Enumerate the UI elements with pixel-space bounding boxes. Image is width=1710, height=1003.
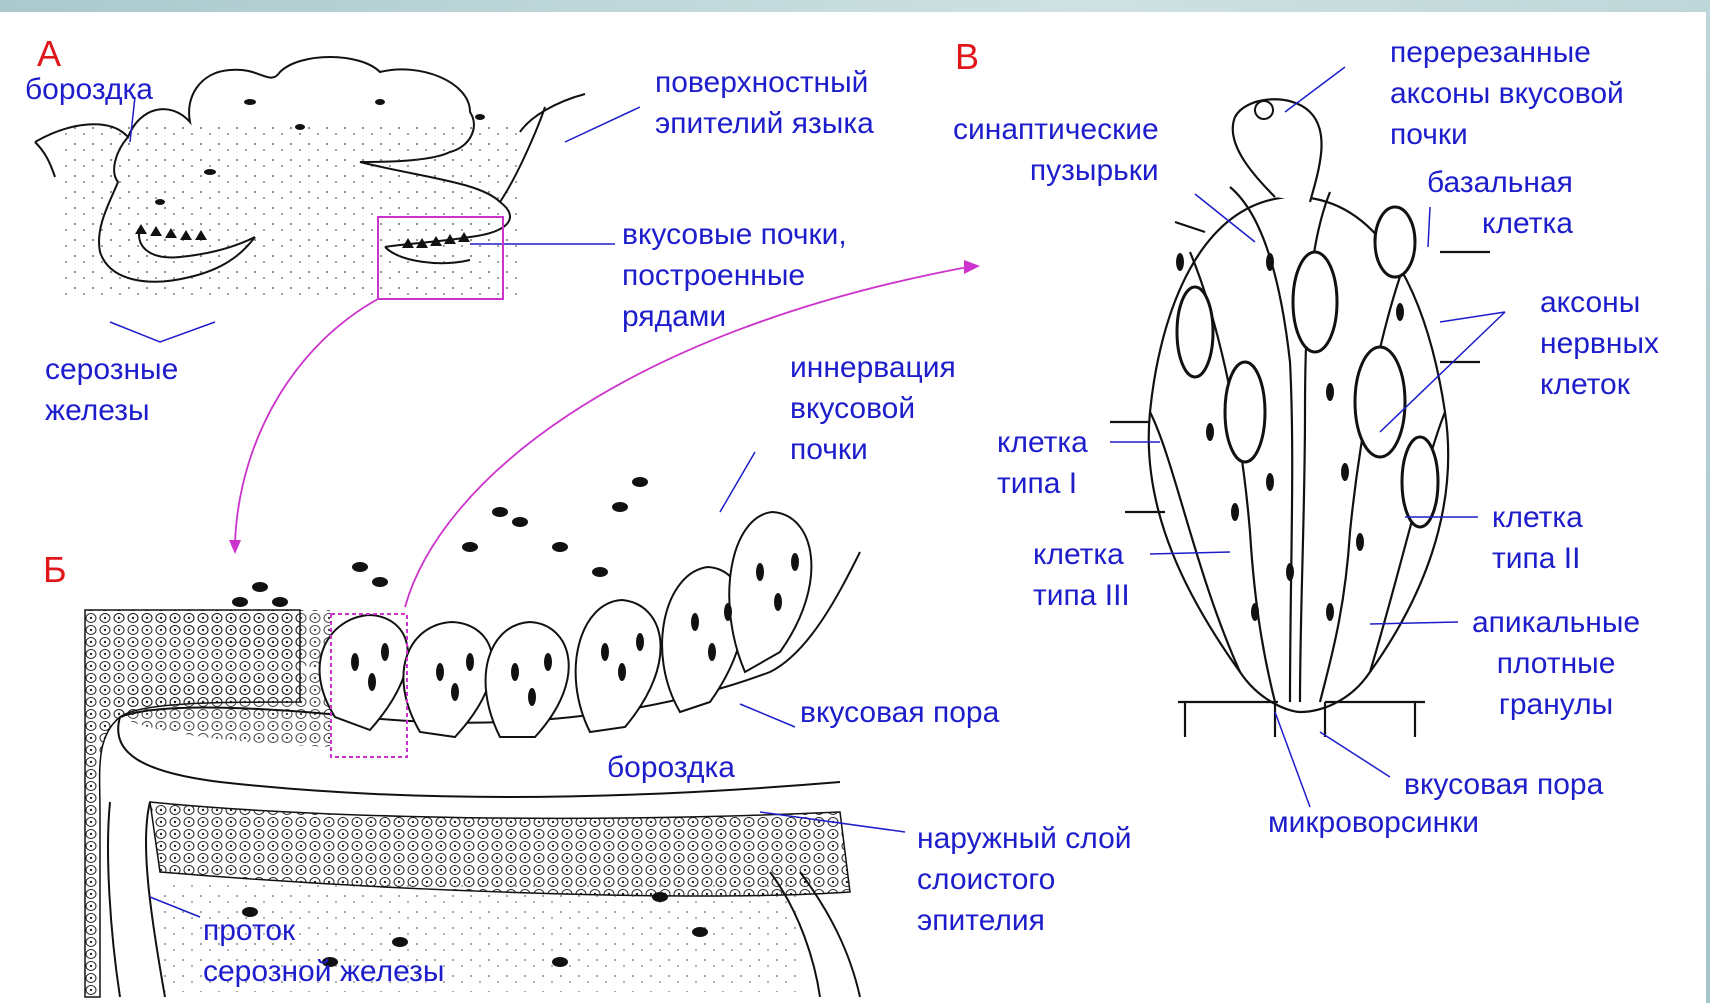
label-furrow-a: бороздка bbox=[25, 69, 153, 110]
label-microvilli: микроворсинки bbox=[1268, 802, 1479, 843]
label-synaptic-vesicles: синаптические пузырьки bbox=[953, 109, 1159, 191]
diagram-artwork bbox=[0, 12, 1706, 1003]
label-basal-cell: базальная клетка bbox=[1427, 162, 1573, 244]
label-taste-pore-c: вкусовая пора bbox=[1404, 764, 1603, 805]
label-apical-granules: апикальные плотные гранулы bbox=[1472, 602, 1640, 725]
label-surface-epithelium: поверхностный эпителий языка bbox=[655, 62, 874, 144]
figure-canvas: А Б В бороздка поверхностный эпителий яз… bbox=[0, 12, 1706, 1003]
label-cell-type3: клетка типа III bbox=[1033, 534, 1130, 616]
label-serous-glands: серозные железы bbox=[45, 349, 178, 431]
label-duct: проток серозной железы bbox=[203, 910, 444, 992]
label-taste-buds-rows: вкусовые почки, построенные рядами bbox=[622, 214, 847, 337]
label-cell-type2: клетка типа II bbox=[1492, 497, 1583, 579]
panel-a-stipple bbox=[60, 99, 520, 302]
label-furrow-b: бороздка bbox=[607, 747, 735, 788]
label-outer-layer: наружный слой слоистого эпителия bbox=[917, 818, 1132, 941]
label-nerve-axons: аксоны нервных клеток bbox=[1540, 282, 1659, 405]
panel-letter-c: В bbox=[955, 37, 979, 77]
label-cut-axons: перерезанные аксоны вкусовой почки bbox=[1390, 32, 1624, 155]
panel-letter-a: А bbox=[37, 34, 61, 74]
label-cell-type1: клетка типа I bbox=[997, 422, 1088, 504]
label-taste-pore-b: вкусовая пора bbox=[800, 692, 999, 733]
label-innervation: иннервация вкусовой почки bbox=[790, 347, 956, 470]
panel-letter-b: Б bbox=[43, 550, 67, 590]
